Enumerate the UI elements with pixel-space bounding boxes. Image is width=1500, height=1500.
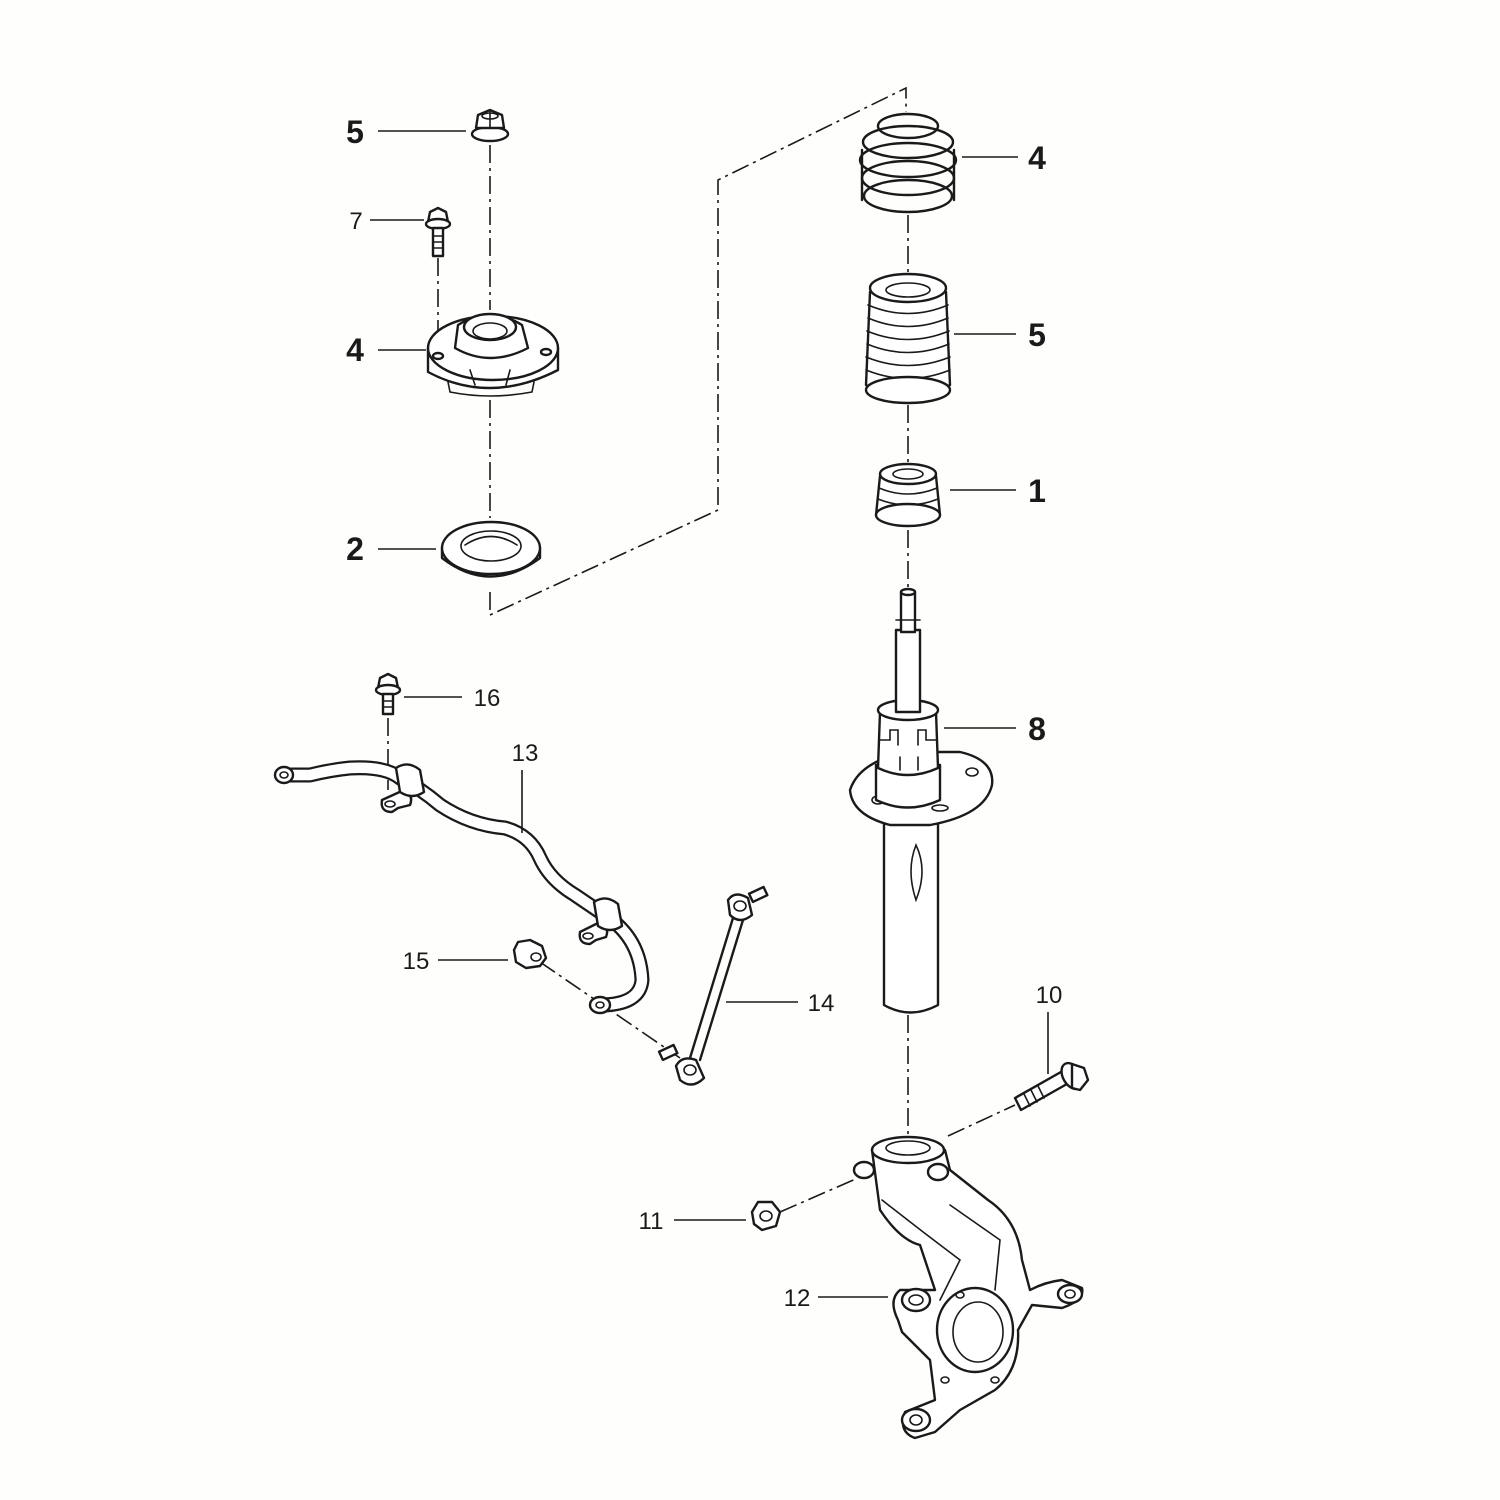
bar-clamp-bolt-part: [374, 672, 402, 716]
bump-stop-part: [874, 462, 942, 528]
link-nut-part: [512, 938, 548, 970]
callout-stabilizer-bar-13: 13: [512, 740, 539, 767]
callout-link-rod-14: 14: [808, 990, 835, 1017]
knuckle-bolt-part: [1013, 1061, 1090, 1112]
mount-bolt-part: [424, 206, 452, 258]
callout-mount-nut-5: 5: [346, 114, 364, 150]
callout-nut-11: 11: [639, 1208, 664, 1235]
dust-boot-part: [864, 272, 952, 405]
callout-strut-mount-4: 4: [346, 332, 364, 368]
callout-dust-boot-5: 5: [1028, 317, 1046, 353]
flange-nut-part: [470, 108, 510, 143]
assembly-lines: [387, 86, 1016, 1213]
steering-knuckle-part: [852, 1135, 1084, 1440]
strut-bearing-part: [440, 520, 542, 578]
leader-lines: [370, 130, 1049, 1298]
callout-bolt-10: 10: [1036, 982, 1063, 1009]
callout-labels: 5 7 4 2 4 5 1 8 16 13 15 14 10 11 12: [346, 114, 1062, 1312]
callout-shock-absorber-8: 8: [1028, 711, 1046, 747]
strut-mount-part: [426, 312, 560, 397]
callout-bump-stop-1: 1: [1028, 473, 1046, 509]
callout-bearing-2: 2: [346, 531, 364, 567]
coil-spring-part: [858, 112, 958, 214]
callout-nut-15: 15: [403, 948, 430, 975]
stabilizer-link-part: [657, 885, 769, 1086]
callout-coil-spring-4: 4: [1028, 140, 1046, 176]
callout-bolt-16: 16: [474, 685, 501, 712]
callout-steering-knuckle-12: 12: [784, 1285, 811, 1312]
callout-bolt-7: 7: [349, 208, 362, 235]
knuckle-nut-part: [750, 1200, 782, 1232]
shock-absorber-part: [848, 587, 994, 1014]
stabilizer-bar-part: [273, 760, 650, 1015]
